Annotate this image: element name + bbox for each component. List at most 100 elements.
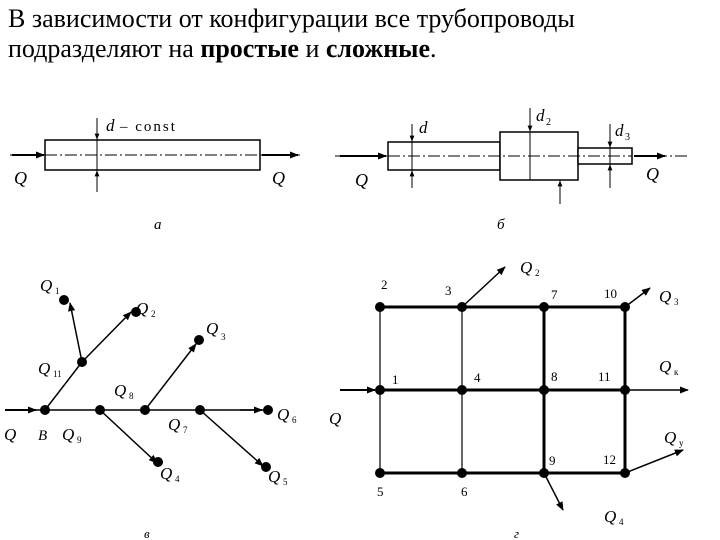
fig-v-q1-arrow (68, 302, 83, 363)
figure-g-looped-network: 1 2 3 4 5 6 7 8 9 10 11 12 Q Q 2 Q 3 Q к… (329, 258, 689, 540)
fig-v-q5-label: Q (268, 467, 280, 486)
fig-v-q11-label: Q (38, 359, 50, 378)
fig-v-q7-sub: 7 (183, 425, 188, 435)
fig-v-q-in-label: Q (4, 425, 16, 444)
figure-v-branched-network: Q B Q 1 Q 2 Q 3 Q 4 Q 5 Q 6 Q 7 Q 8 Q 9 … (4, 276, 297, 540)
fig-a-d-label: d (106, 116, 115, 135)
fig-g-node-12 (620, 468, 630, 478)
fig-g-node-8-label: 8 (551, 369, 558, 384)
fig-v-end-q6 (263, 405, 273, 415)
fig-v-q8-label: Q (114, 381, 126, 400)
fig-g-node-10-label: 10 (604, 286, 617, 301)
fig-g-q-in-label: Q (329, 409, 341, 428)
heading-bold-simple: простые (200, 34, 299, 63)
fig-v-end-q1 (59, 295, 69, 305)
fig-g-out-9-arrow (543, 472, 564, 511)
fig-v-q3-label: Q (206, 319, 218, 338)
fig-g-node-7 (539, 302, 549, 312)
fig-a-caption: а (154, 217, 162, 233)
fig-g-q-10-label: Q (659, 287, 671, 306)
fig-g-node-4 (457, 385, 467, 395)
fig-b-d2-label: d (536, 106, 545, 125)
fig-g-node-1-label: 1 (392, 372, 399, 387)
fig-g-out-10-arrow (624, 287, 651, 308)
slide-heading: В зависимости от конфигурации все трубоп… (8, 4, 718, 64)
fig-g-node-2 (375, 302, 385, 312)
fig-g-q-12-label: Q (664, 428, 676, 447)
fig-v-q8-sub: 8 (129, 391, 134, 401)
fig-v-q11-sub: 11 (53, 369, 62, 379)
fig-g-out-top-arrow (461, 266, 506, 308)
fig-v-node-q8 (140, 405, 150, 415)
fig-g-q-12-sub: у (679, 438, 684, 448)
fig-g-node-9 (539, 468, 549, 478)
fig-g-node-4-label: 4 (474, 370, 481, 385)
heading-bold-complex: сложные (325, 34, 431, 63)
fig-v-caption: в (144, 526, 150, 540)
fig-v-q3-sub: 3 (221, 332, 226, 342)
fig-g-node-11 (620, 385, 630, 395)
figure-a-simple-pipe: d – const Q Q а (10, 116, 300, 233)
fig-v-q3-arrow (144, 343, 197, 411)
fig-a-q-in-label: Q (14, 168, 27, 188)
fig-b-d3-label: d (615, 121, 624, 140)
fig-g-node-8 (539, 385, 549, 395)
heading-text-1: В зависимости от конфигурации все трубоп… (8, 4, 575, 63)
fig-v-q6-sub: 6 (292, 415, 297, 425)
heading-text-2: и (298, 34, 326, 63)
fig-b-d3-sub: 3 (625, 132, 630, 143)
fig-g-node-1 (375, 385, 385, 395)
fig-v-q5-sub: 5 (283, 477, 288, 487)
fig-v-q2-label: Q (136, 299, 148, 318)
fig-g-q-11-label: Q (659, 357, 671, 376)
fig-g-node-11-label: 11 (598, 369, 611, 384)
fig-v-node-b (40, 405, 50, 415)
fig-v-node-q9 (95, 405, 105, 415)
fig-v-q5-arrow (199, 409, 264, 467)
fig-a-q-out-label: Q (272, 168, 285, 188)
fig-g-node-9-label: 9 (549, 453, 556, 468)
fig-v-q1-sub: 1 (55, 286, 60, 296)
fig-g-node-3-label: 3 (445, 283, 452, 298)
fig-b-q-in-label: Q (355, 170, 368, 190)
fig-g-out-12-arrow (624, 449, 684, 474)
fig-v-q4-sub: 4 (175, 474, 180, 484)
fig-v-q1-label: Q (40, 276, 52, 295)
fig-v-q9-label: Q (62, 425, 74, 444)
fig-g-node-7-label: 7 (551, 287, 558, 302)
fig-v-node-split (77, 357, 87, 367)
fig-v-q7-label: Q (168, 415, 180, 434)
fig-b-d2-sub: 2 (546, 117, 551, 128)
fig-g-q-9-label: Q (604, 507, 616, 526)
fig-b-caption: б (497, 217, 505, 233)
fig-v-end-q2 (131, 307, 141, 317)
fig-g-node-2-label: 2 (381, 277, 388, 292)
heading-text-3: . (430, 34, 437, 63)
fig-g-q-top-label: Q (520, 258, 532, 277)
fig-v-q6-label: Q (277, 405, 289, 424)
fig-g-node-10 (620, 302, 630, 312)
fig-v-q9-sub: 9 (77, 435, 82, 445)
fig-v-end-q5 (261, 462, 271, 472)
fig-g-q-11-sub: к (674, 367, 679, 377)
fig-g-node-6 (457, 468, 467, 478)
fig-g-node-3 (457, 302, 467, 312)
fig-g-node-12-label: 12 (603, 452, 616, 467)
figure-b-stepped-pipe: d d 2 d 3 Q Q б (335, 106, 690, 233)
fig-g-node-6-label: 6 (461, 484, 468, 499)
fig-v-node-q7 (195, 405, 205, 415)
fig-g-node-5 (375, 468, 385, 478)
fig-v-q2-arrow (81, 311, 132, 363)
fig-v-q2-sub: 2 (151, 309, 156, 319)
fig-g-node-5-label: 5 (377, 484, 384, 499)
fig-v-q4-arrow (99, 409, 158, 464)
fig-v-end-q4 (153, 457, 163, 467)
fig-v-node-b-label: B (38, 428, 47, 444)
fig-b-d1-label: d (419, 118, 428, 137)
fig-v-end-q3 (194, 335, 204, 345)
fig-b-q-out-label: Q (646, 164, 659, 184)
fig-g-q-9-sub: 4 (619, 517, 624, 527)
fig-g-q-top-sub: 2 (535, 268, 540, 278)
fig-g-q-10-sub: 3 (674, 297, 679, 307)
